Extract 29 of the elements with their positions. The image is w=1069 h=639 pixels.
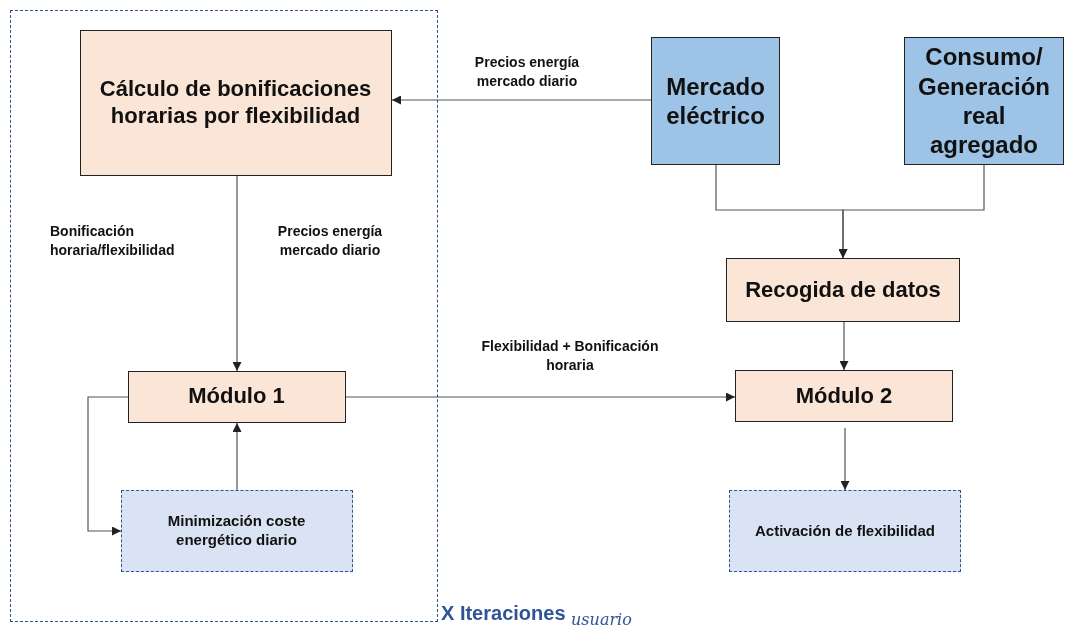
- arrow: [345, 392, 736, 402]
- arrow: [87, 396, 129, 536]
- arrow: [839, 321, 849, 371]
- box-label: Activación de flexibilidad: [754, 521, 935, 541]
- box-label: Recogida de datos: [745, 276, 941, 304]
- process-box: [735, 370, 953, 422]
- edge-label: Precios energía mercado diario: [473, 53, 581, 91]
- box-label: Cálculo de bonificaciones horarias por flexibilidad: [98, 75, 373, 130]
- group-title: X Iteraciones $_{usuario}$: [441, 601, 632, 630]
- process-box: [79, 29, 392, 176]
- box-label: Módulo 1: [188, 383, 285, 410]
- arrow: [840, 427, 850, 491]
- source-box: [904, 37, 1064, 165]
- box-label: Minimización coste energético diario: [166, 512, 307, 549]
- flow-label: Precios energía mercado diario: [276, 222, 384, 260]
- dashed-box: [729, 490, 961, 572]
- box-label: Consumo/ Generación real agregado: [916, 42, 1051, 160]
- box-label: Mercado eléctrico: [665, 71, 766, 131]
- box-label: Módulo 2: [795, 382, 893, 410]
- edge-label: Flexibilidad + Bonificación horaria: [480, 337, 660, 375]
- arrow: [838, 164, 985, 259]
- arrow: [232, 422, 242, 491]
- arrow: [232, 175, 242, 372]
- arrow: [391, 95, 652, 105]
- flow-label: Bonificación horaria/flexibilidad: [50, 222, 176, 260]
- process-box: [127, 370, 346, 423]
- source-box: [651, 37, 780, 165]
- process-box: [726, 258, 960, 322]
- dashed-box: [120, 489, 353, 572]
